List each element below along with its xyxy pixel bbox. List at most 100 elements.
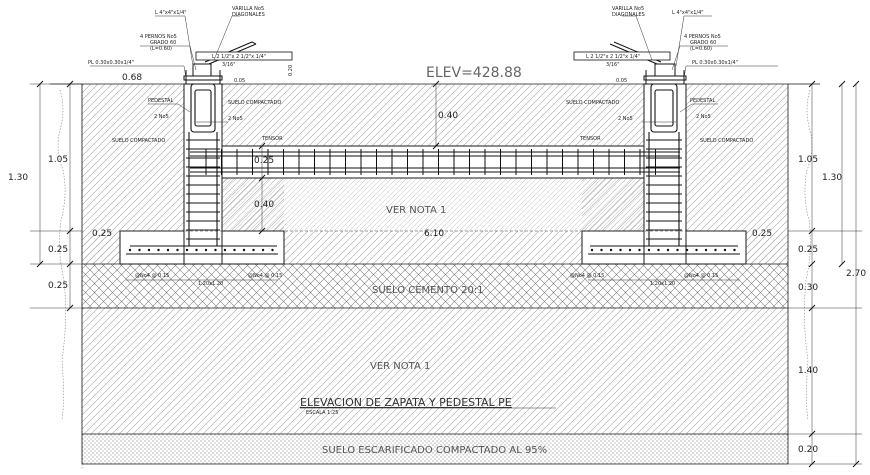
right-soil-out-label: SUELO COMPACTADO [700, 138, 753, 144]
right-angle-label: L 4"x4"x1/4" [672, 10, 704, 16]
footing-rebar-dot [242, 248, 246, 252]
footing-rebar-dot [723, 248, 727, 252]
dim-right-025: 0.25 [798, 245, 818, 255]
dimension-tick [66, 227, 74, 235]
left-pedestal-cage [130, 83, 277, 247]
beam-note: VER NOTA 1 [386, 205, 446, 216]
dim-left-025a: 0.25 [48, 245, 68, 255]
footing-rebar-dot [271, 248, 274, 252]
footing-rebar-dot [609, 248, 613, 252]
footing-rebar-dot [233, 248, 236, 252]
dim-right-020: 0.20 [798, 445, 818, 455]
dim-span: 6.10 [424, 229, 444, 239]
footing-rebar-dot [185, 248, 189, 252]
footing-rebar-dot [138, 248, 141, 252]
soil-right-step [746, 231, 788, 264]
footing-rebar-dot [176, 248, 179, 252]
footing-rebar-dot [628, 248, 632, 252]
left-rebar-spacing-label: @No4 @ 0.15 [135, 273, 169, 279]
dim-005-left: 0.05 [234, 78, 245, 84]
right-soil-in-label: SUELO COMPACTADO [566, 100, 619, 106]
left-rebar-label: VARILLA No5 [232, 6, 264, 12]
left-soil-out-label: SUELO COMPACTADO [112, 138, 165, 144]
right-bolts-label: 4 PERNOS No5 [684, 34, 721, 40]
footing-rebar-dot [195, 248, 198, 252]
dimension-tick [432, 142, 440, 150]
scarified-soil-layer [82, 434, 788, 464]
right-rebar-spacing-label: @No4 @ 0.15 [570, 273, 604, 279]
dim-020-top: 0.20 [288, 65, 294, 76]
footing-rebar-dot [666, 248, 670, 252]
right-small-dim: 3/16" [606, 62, 620, 68]
footing-rebar-dot [619, 248, 622, 252]
dimension-tick [66, 80, 74, 88]
dimension-tick [808, 80, 816, 88]
dimension-tick [36, 80, 44, 88]
left-width-label: 1.20x1.20 [198, 281, 223, 287]
right-pedestal [643, 83, 687, 265]
footing-rebar-dot [204, 248, 208, 252]
dimension-tick [808, 304, 816, 312]
dim-068: 0.68 [122, 73, 142, 83]
footing-rebar-dot [676, 248, 679, 252]
top-channels [195, 51, 671, 61]
left-bolts-label: 4 PERNOS No5 [140, 34, 177, 40]
dim-right-130: 1.30 [822, 173, 842, 183]
footing-rebar-dot [261, 248, 265, 252]
footing-rebar-dot [252, 248, 255, 252]
right-plate-label: PL 0.30x0.30x1/4" [692, 60, 738, 66]
drawing-scale: ESCALA 1:25 [306, 410, 338, 416]
left-pedestal [183, 83, 223, 265]
soil-between-footings [284, 231, 582, 264]
right-pedestal-label: PEDESTAL [690, 98, 715, 104]
footing-rebar-dot [657, 248, 660, 252]
dim-025-left-step: 0.25 [92, 229, 112, 239]
left-length-label: (L=0.60) [150, 46, 172, 52]
footing-rebar-dot [733, 248, 736, 252]
tie-beam [221, 145, 645, 179]
left-angle-label: L 4"x4"x1/4" [155, 10, 187, 16]
dimension-tick [66, 260, 74, 268]
pedestal-ties [186, 139, 682, 240]
footing-rebar-dot [638, 248, 641, 252]
footing-rebar-dot [166, 248, 170, 252]
footing-rebar-dot [128, 248, 132, 252]
leader-lines [90, 15, 778, 123]
dim-025-right-step: 0.25 [752, 229, 772, 239]
tie-beam-stirrups [205, 149, 656, 175]
left-pedestal-label: PEDESTAL [148, 98, 173, 104]
dimension-tick [852, 80, 860, 88]
left-channel-label: L 2 1/2"x 2 1/2"x 1/4" [212, 54, 266, 60]
footing-rebar-dot [214, 248, 217, 252]
right-tensor-label: TENSOR [579, 136, 601, 142]
left-steel-base [183, 41, 257, 84]
dim-left-105: 1.05 [48, 155, 68, 165]
left-small-dim: 3/16" [222, 62, 236, 68]
footing-rebar-dot [590, 248, 594, 252]
dimension-tick [258, 142, 266, 150]
drawing-title: ELEVACION DE ZAPATA Y PEDESTAL PE [300, 396, 512, 409]
dimension-tick [36, 260, 44, 268]
right-bars-inner-label: 2 No5 [618, 116, 633, 122]
dim-right-270: 2.70 [846, 269, 866, 279]
dimension-tick [808, 260, 816, 268]
footing-rebar-dot [695, 248, 698, 252]
left-bars-label: 2 No5 [154, 114, 169, 120]
dimension-tick [432, 80, 440, 88]
left-grade-label: GRADO 60 [150, 40, 176, 46]
right-pedestal-cage [590, 83, 738, 247]
dim-040-top: 0.40 [438, 111, 458, 121]
elevation-label: ELEV=428.88 [426, 65, 522, 81]
footing-rebar-dot [600, 248, 603, 252]
right-rebar-spacing2-label: @No4 @ 0.15 [684, 273, 718, 279]
left-bars-inner-label: 2 No5 [228, 116, 243, 122]
dim-right-030: 0.30 [798, 283, 818, 293]
bottom-layer-note: SUELO ESCARIFICADO COMPACTADO AL 95% [322, 445, 547, 456]
left-soil-in-label: SUELO COMPACTADO [228, 100, 281, 106]
dim-right-105: 1.05 [798, 155, 818, 165]
soil-cement-layer [82, 264, 788, 308]
right-bars-label: 2 No5 [696, 114, 711, 120]
dimension-tick [258, 227, 266, 235]
footing-rebar-dot [647, 248, 651, 252]
